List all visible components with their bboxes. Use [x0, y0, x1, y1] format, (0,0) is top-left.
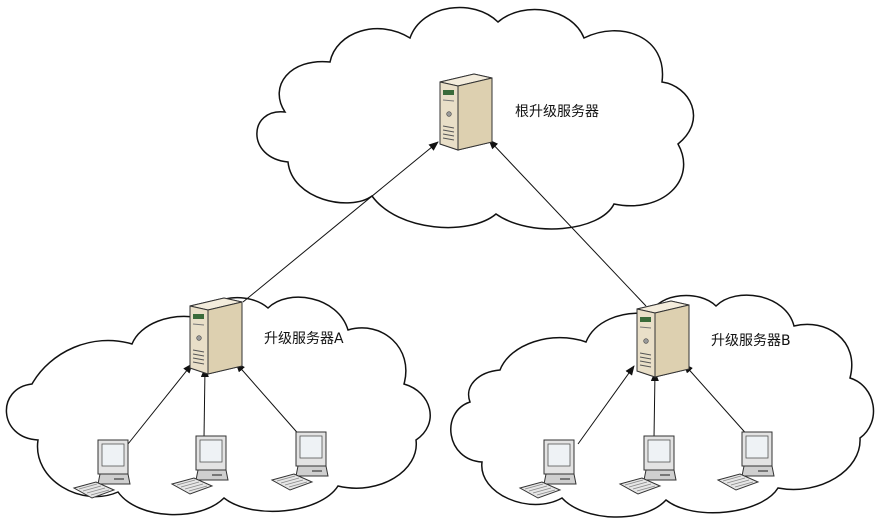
server-b-icon	[636, 300, 690, 378]
arrow-client-a2-to-a	[200, 367, 209, 439]
root-server-icon	[439, 73, 493, 151]
server-a-label: 升级服务器A	[264, 331, 344, 347]
arrow-b-to-root	[488, 139, 647, 307]
arrow-client-b2-to-b	[650, 371, 659, 439]
arrow-client-a1-to-a	[127, 363, 193, 445]
arrow-a-to-root	[242, 141, 439, 303]
arrow-client-b3-to-b	[683, 363, 751, 439]
arrow-client-a3-to-a	[235, 362, 303, 439]
root-server-label: 根升级服务器	[515, 104, 599, 120]
server-b-label: 升级服务器B	[711, 333, 791, 349]
server-a-icon	[189, 297, 243, 375]
arrow-client-b1-to-b	[577, 365, 635, 445]
